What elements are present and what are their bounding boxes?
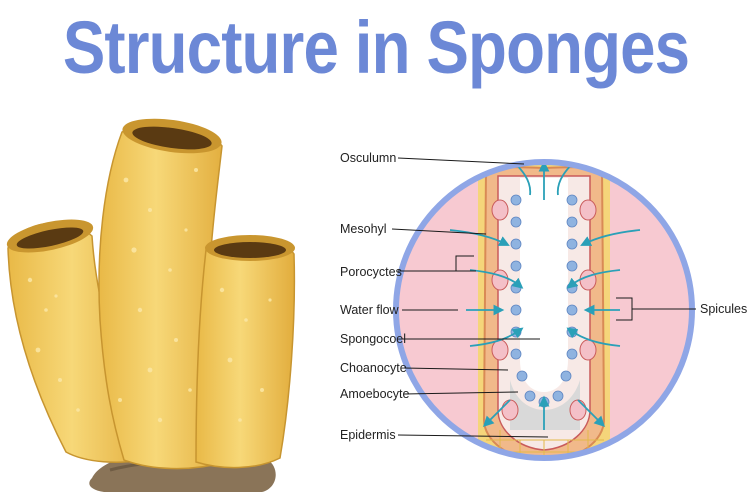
labels: Osculumn Mesohyl Porocyctes Water flow S… (340, 151, 747, 442)
label-spicules: Spicules (700, 302, 747, 316)
choanocyte-cells (510, 194, 578, 408)
sponge-tube-tall (98, 118, 227, 470)
label-epidermis: Epidermis (340, 428, 396, 442)
sponge-illustration (6, 118, 296, 492)
cross-section (393, 159, 695, 461)
label-water-flow: Water flow (340, 303, 400, 317)
spongocoel-cavity (520, 178, 568, 392)
sponge-tube-right (195, 235, 296, 469)
label-choanocyte: Choanocyte (340, 361, 407, 375)
label-spongocoel: Spongocoel (340, 332, 406, 346)
page-title: Structure in Sponges (62, 6, 690, 89)
label-mesohyl: Mesohyl (340, 222, 387, 236)
sponge-pores (27, 168, 272, 423)
label-amoebocyte: Amoebocyte (340, 387, 410, 401)
porocyte-cells (491, 199, 597, 421)
label-osculum: Osculumn (340, 151, 396, 165)
label-porocytes: Porocyctes (340, 265, 402, 279)
cross-section-ring (393, 159, 695, 461)
